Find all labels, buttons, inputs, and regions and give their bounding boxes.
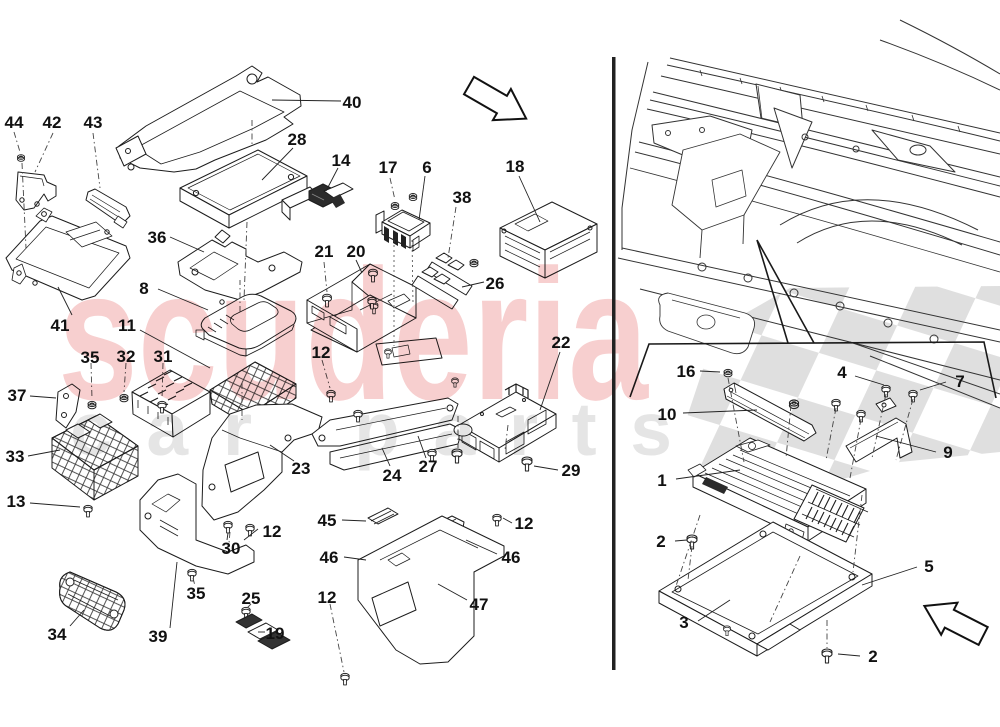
svg-text:13: 13	[7, 492, 26, 511]
svg-text:12: 12	[318, 588, 337, 607]
svg-text:2: 2	[656, 532, 665, 551]
svg-text:47: 47	[470, 595, 489, 614]
svg-text:3: 3	[679, 613, 688, 632]
svg-text:34: 34	[48, 625, 67, 644]
svg-text:12: 12	[312, 343, 331, 362]
svg-text:20: 20	[347, 242, 366, 261]
svg-text:24: 24	[383, 466, 402, 485]
svg-text:40: 40	[343, 93, 362, 112]
svg-text:26: 26	[486, 274, 505, 293]
svg-text:16: 16	[677, 362, 696, 381]
svg-text:12: 12	[263, 522, 282, 541]
svg-text:31: 31	[154, 347, 173, 366]
svg-text:9: 9	[943, 443, 952, 462]
svg-text:44: 44	[5, 113, 24, 132]
svg-text:10: 10	[658, 405, 677, 424]
svg-text:17: 17	[379, 158, 398, 177]
svg-text:22: 22	[552, 333, 571, 352]
svg-text:27: 27	[419, 457, 438, 476]
svg-text:29: 29	[562, 461, 581, 480]
svg-text:scuderia: scuderia	[58, 232, 649, 439]
svg-text:11: 11	[118, 316, 136, 335]
svg-text:36: 36	[148, 228, 167, 247]
svg-text:6: 6	[422, 158, 431, 177]
svg-text:33: 33	[6, 447, 25, 466]
svg-text:18: 18	[506, 157, 525, 176]
svg-text:23: 23	[292, 459, 311, 478]
svg-text:25: 25	[242, 589, 261, 608]
svg-text:38: 38	[453, 188, 472, 207]
svg-text:12: 12	[515, 514, 534, 533]
svg-text:42: 42	[43, 113, 62, 132]
svg-text:37: 37	[8, 386, 27, 405]
svg-text:35: 35	[187, 584, 206, 603]
svg-text:41: 41	[51, 316, 70, 335]
svg-text:2: 2	[868, 647, 877, 666]
svg-text:30: 30	[222, 539, 241, 558]
svg-text:7: 7	[955, 372, 964, 391]
svg-text:8: 8	[139, 279, 148, 298]
svg-text:35: 35	[81, 348, 100, 367]
svg-text:car: car	[70, 387, 252, 471]
svg-text:19: 19	[266, 624, 285, 643]
svg-text:43: 43	[84, 113, 103, 132]
svg-text:14: 14	[332, 151, 351, 170]
svg-text:4: 4	[837, 363, 847, 382]
svg-text:1: 1	[657, 471, 666, 490]
svg-text:46: 46	[320, 548, 339, 567]
svg-text:39: 39	[149, 627, 168, 646]
svg-text:45: 45	[318, 511, 337, 530]
svg-text:5: 5	[924, 557, 933, 576]
svg-text:21: 21	[315, 242, 334, 261]
svg-text:28: 28	[288, 130, 307, 149]
svg-text:32: 32	[117, 347, 136, 366]
svg-text:46: 46	[502, 548, 521, 567]
